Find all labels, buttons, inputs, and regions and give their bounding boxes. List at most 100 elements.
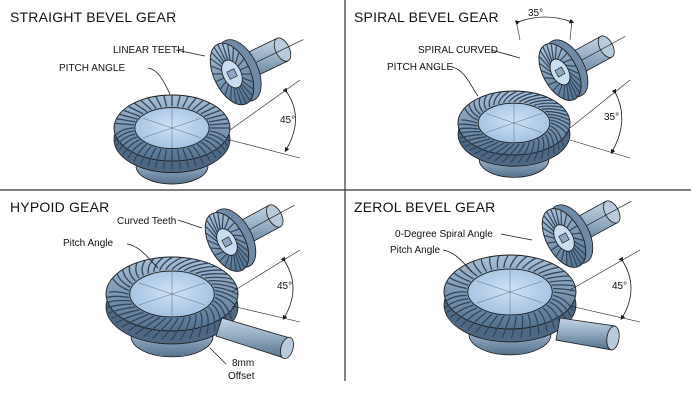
pinion-tooth [545,44,553,62]
gear-tooth [179,316,191,341]
gear-tooth [444,291,467,298]
angle-label-45: 45° [277,281,293,292]
pinion-tooth [568,77,581,94]
pitch-line [231,249,301,293]
gear-tooth [118,136,138,151]
big-gear-hypoid [105,256,239,358]
gear-tooth [502,143,520,163]
pinion-tooth [232,47,235,63]
gear-tooth [515,255,528,269]
gear-tooth [472,261,482,275]
panel-title-straight-bevel: STRAIGHT BEVEL GEAR [10,9,177,25]
pinion-tooth [550,43,554,60]
gear-tooth [459,133,483,139]
gear-tooth [111,277,130,292]
panel-title-zerol-bevel: ZEROL BEVEL GEAR [354,199,496,215]
pinion-tooth [557,48,563,60]
gear-tooth [196,102,211,113]
gear-tooth [446,281,468,290]
gear-tooth [517,142,530,164]
gear-tooth [458,267,474,280]
pinion-tooth [555,247,562,258]
gear-tooth [189,265,216,273]
callout-pitch-angle: Pitch Angle [63,238,114,249]
pinion-tooth [212,213,220,231]
big-gear-zerol [443,254,577,356]
gear-tooth [520,315,524,338]
pinion-tooth [235,241,249,252]
gear-tooth [483,314,499,336]
gear-tooth [163,95,168,107]
gear-tooth [469,140,495,151]
pinion-tooth [550,244,560,251]
pinion-tooth [236,58,245,68]
pinion-tooth [557,84,563,96]
gear-tooth [176,95,181,107]
pinion-tooth [550,208,558,226]
pinion-tooth [205,232,219,243]
gear-tooth [480,258,487,272]
angle-arc-45 [618,256,632,321]
pitch-line [231,305,301,323]
gear-tooth [182,96,189,108]
pinion-tooth [568,80,578,98]
pinion-bore [558,232,570,244]
pinion-tooth [567,71,582,82]
gear-tooth [509,254,519,268]
gear-tooth [533,262,553,273]
gear-tooth [141,259,146,276]
pinion-tooth [546,241,558,244]
gear-tooth [209,122,230,126]
gear-tooth [177,259,201,271]
pinion-tooth [543,215,556,230]
gear-tooth [161,317,179,341]
gear-tooth [492,315,505,338]
gear-tooth [208,118,228,123]
pitch-line [229,139,301,159]
gear-tooth [213,286,239,296]
gear-tooth [542,270,565,277]
pitch-angle-label-35: 35° [604,112,620,123]
pinion-tooth [546,211,557,228]
pinion-tooth [237,87,247,104]
pinion-tooth [210,65,223,71]
pinion-tooth [229,85,232,101]
gear-tooth [203,139,222,155]
spiral-ref-line [569,19,573,41]
gear-tooth [459,123,478,127]
offset-shaft-end [280,336,294,360]
pinion-tooth [241,77,254,83]
angle-arc-spiral [514,16,575,26]
gear-tooth [503,254,510,268]
gear-tooth [127,141,144,159]
pinion-tooth [564,64,577,67]
gear-tooth [449,276,469,286]
gear-tooth [533,312,540,335]
gear-tooth [549,128,560,151]
gear-tooth [502,90,518,104]
gear-tooth [155,96,162,108]
gear-tooth [121,313,149,328]
gear-tooth [176,149,181,169]
pinion-tooth [566,84,570,101]
gear-tooth [550,122,568,135]
pinion-tooth [560,249,565,263]
leader-pitch-angle [442,249,473,273]
gear-tooth [111,309,140,319]
gear-tooth [550,125,564,147]
pinion-tooth [233,87,237,104]
pinion-tooth [210,51,224,65]
gear-tooth [467,311,487,331]
gear-tooth [187,147,197,167]
gear-tooth [488,92,495,108]
gear-tooth [443,294,467,303]
spiral-angle-label-35: 35° [528,8,544,19]
pinion-tooth [563,213,568,227]
gear-tooth [444,298,469,308]
pinion-tooth [567,82,575,100]
pinion-tooth [206,239,221,247]
gear-tooth [533,102,559,106]
pinion-tooth [559,52,568,62]
